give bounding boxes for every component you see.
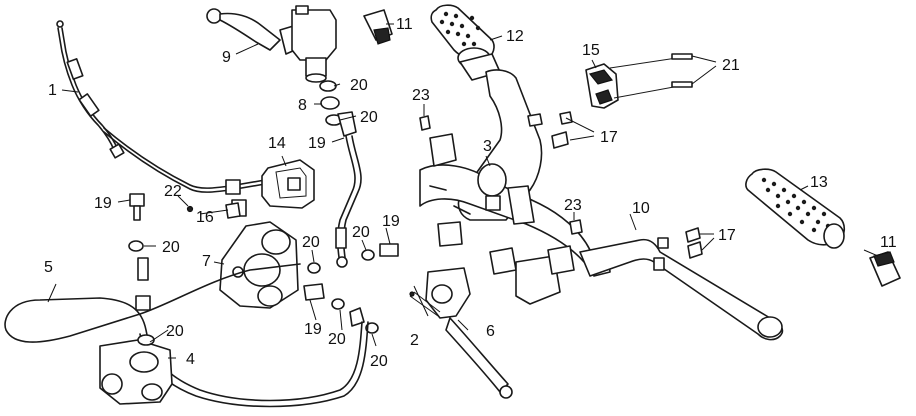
switch-housing-15	[585, 53, 693, 109]
callout-13: 13	[810, 174, 828, 191]
callout-16: 16	[196, 209, 214, 226]
callout-20-lower1: 20	[328, 331, 346, 348]
callout-1: 1	[48, 82, 57, 99]
callout-19-lower: 19	[304, 321, 322, 338]
callout-3: 3	[483, 138, 492, 155]
callout-12: 12	[506, 28, 524, 45]
callout-9: 9	[222, 49, 231, 66]
callout-8: 8	[298, 97, 307, 114]
banjo-bolt-19-left	[128, 193, 145, 252]
callout-4: 4	[186, 351, 195, 368]
banjo-bolt-19-lower	[303, 283, 379, 334]
callout-17-right: 17	[718, 227, 736, 244]
rear-brake-lever-6	[425, 267, 513, 399]
leader-lines	[47, 23, 879, 359]
callout-5: 5	[44, 259, 53, 276]
callout-20-top1: 20	[350, 77, 368, 94]
front-brake-lever-9	[206, 8, 305, 55]
caliper-7	[219, 221, 299, 309]
bar-end-11-right	[869, 251, 901, 287]
handlebar-assembly-3	[419, 69, 611, 305]
bolt-16	[225, 202, 241, 219]
callout-20-left: 20	[162, 239, 180, 256]
left-grip-13	[745, 168, 846, 249]
throttle-cable	[56, 20, 125, 159]
screw-22	[186, 205, 194, 213]
callout-21: 21	[722, 57, 740, 74]
switch-housing-14	[261, 159, 315, 209]
bar-end-11-top	[363, 9, 393, 45]
throttle-grip-12	[430, 4, 501, 81]
master-cylinder	[291, 5, 337, 83]
screw-23-top	[419, 115, 431, 131]
washers-mid	[307, 243, 399, 274]
callout-23-top: 23	[412, 87, 430, 104]
callout-23-mid: 23	[564, 197, 582, 214]
callout-20-caliper7: 20	[302, 234, 320, 251]
callout-2: 2	[410, 332, 419, 349]
callout-20-top2: 20	[360, 109, 378, 126]
callout-15: 15	[582, 42, 600, 59]
callout-19-top: 19	[308, 135, 326, 152]
callout-11-right: 11	[880, 234, 897, 251]
banjo-fitting-top	[319, 80, 357, 137]
callout-6: 6	[486, 323, 495, 340]
callout-10: 10	[632, 200, 650, 217]
brake-hose-19	[335, 135, 362, 268]
callout-20-mid: 20	[352, 224, 370, 241]
screw-23-mid	[569, 219, 583, 235]
callout-22: 22	[164, 183, 182, 200]
callout-labels: 1 2 3 4 5 6 7 8 9 10 11 11 12 13 14 15 1…	[44, 16, 897, 370]
callout-11-top: 11	[396, 16, 413, 33]
caliper-4	[99, 334, 173, 405]
callout-14: 14	[268, 135, 286, 152]
callout-7: 7	[202, 253, 211, 270]
callout-19-left: 19	[94, 195, 112, 212]
callout-20-lower2: 20	[370, 353, 388, 370]
screws-17-right	[685, 227, 703, 259]
callout-20-caliper4: 20	[166, 323, 184, 340]
callout-19-mid: 19	[382, 213, 400, 230]
callout-17-top: 17	[600, 129, 618, 146]
handlebar-tube-10	[579, 237, 784, 341]
